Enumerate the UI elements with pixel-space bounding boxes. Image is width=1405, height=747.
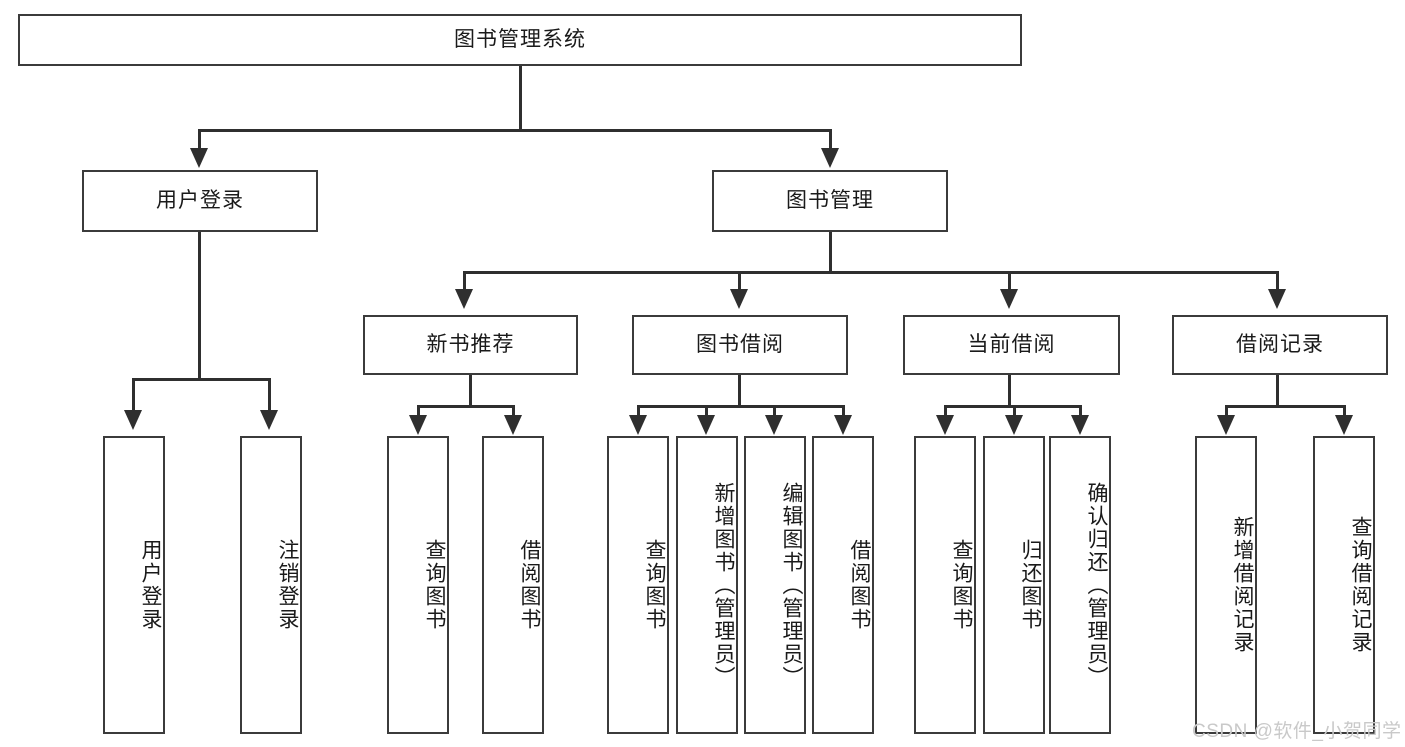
- edge-level3-drop-2: [738, 271, 741, 291]
- edge-bb-drop-2: [705, 405, 708, 417]
- arrow-to-leaf-cb-3: [1071, 415, 1089, 435]
- edge-br-stem: [1276, 375, 1279, 407]
- node-label: 借阅图书: [518, 539, 541, 631]
- edge-user-login-drop-2: [268, 378, 271, 410]
- edge-level3-bus: [463, 271, 1279, 274]
- edge-br-drop-2: [1343, 405, 1346, 417]
- leaf-bb-query-book[interactable]: 查询图书: [607, 436, 669, 734]
- arrow-to-leaf-cb-2: [1005, 415, 1023, 435]
- edge-book-management-stem: [829, 232, 832, 273]
- node-label: 图书管理: [786, 189, 874, 213]
- node-label: 新书推荐: [426, 333, 515, 357]
- node-label: 借阅图书: [848, 539, 871, 631]
- edge-level2-drop-left: [198, 129, 201, 150]
- edge-level2-bus: [198, 129, 832, 132]
- edge-cb-drop-1: [944, 405, 947, 417]
- edge-nbr-bus: [417, 405, 515, 408]
- node-label: 注销登录: [276, 539, 299, 631]
- arrow-to-book-management: [821, 148, 839, 168]
- node-new-book-recommend[interactable]: 新书推荐: [363, 315, 578, 375]
- edge-bb-stem: [738, 375, 741, 407]
- node-label: 借阅记录: [1236, 333, 1324, 357]
- node-user-login[interactable]: 用户登录: [82, 170, 318, 232]
- arrow-to-new-book-recommend: [455, 289, 473, 309]
- arrow-to-leaf-logout: [260, 410, 278, 430]
- node-label: 查询借阅记录: [1349, 516, 1372, 654]
- node-label: 图书管理系统: [454, 28, 586, 52]
- edge-br-bus: [1225, 405, 1346, 408]
- edge-level3-drop-3: [1008, 271, 1011, 291]
- arrow-to-leaf-bb-1: [629, 415, 647, 435]
- node-label: 查询图书: [950, 539, 973, 631]
- node-root-system[interactable]: 图书管理系统: [18, 14, 1022, 66]
- arrow-to-leaf-bb-3: [765, 415, 783, 435]
- edge-nbr-drop-1: [417, 405, 420, 417]
- node-label: 用户登录: [156, 189, 244, 213]
- node-current-borrow[interactable]: 当前借阅: [903, 315, 1120, 375]
- arrow-to-borrow-record: [1268, 289, 1286, 309]
- node-label: 用户登录: [139, 539, 162, 631]
- csdn-watermark: CSDN @软件_小贺同学: [1192, 721, 1402, 742]
- edge-nbr-drop-2: [512, 405, 515, 417]
- node-label: 图书借阅: [696, 333, 784, 357]
- arrow-to-current-borrow: [1000, 289, 1018, 309]
- leaf-user-login[interactable]: 用户登录: [103, 436, 165, 734]
- edge-level3-drop-1: [463, 271, 466, 291]
- arrow-to-book-borrow: [730, 289, 748, 309]
- arrow-to-user-login: [190, 148, 208, 168]
- edge-level2-drop-right: [829, 129, 832, 150]
- edge-user-login-stem: [198, 232, 201, 380]
- node-label: 查询图书: [643, 539, 666, 631]
- edge-user-login-drop-1: [132, 378, 135, 410]
- edge-level3-drop-4: [1276, 271, 1279, 291]
- node-label: 确认归还（管理员）: [1085, 481, 1108, 689]
- edge-root-stem: [519, 66, 522, 131]
- arrow-to-leaf-cb-1: [936, 415, 954, 435]
- edge-nbr-stem: [469, 375, 472, 407]
- node-label: 当前借阅: [967, 333, 1056, 357]
- arrow-to-leaf-nbr-2: [504, 415, 522, 435]
- arrow-to-leaf-user-login: [124, 410, 142, 430]
- arrow-to-leaf-bb-4: [834, 415, 852, 435]
- leaf-bb-edit-book-admin[interactable]: 编辑图书（管理员）: [744, 436, 806, 734]
- node-label: 查询图书: [423, 539, 446, 631]
- node-borrow-record[interactable]: 借阅记录: [1172, 315, 1388, 375]
- leaf-br-add-record[interactable]: 新增借阅记录: [1195, 436, 1257, 734]
- node-label: 新增借阅记录: [1231, 516, 1254, 654]
- leaf-cb-confirm-return-admin[interactable]: 确认归还（管理员）: [1049, 436, 1111, 734]
- edge-cb-stem: [1008, 375, 1011, 407]
- leaf-bb-add-book-admin[interactable]: 新增图书（管理员）: [676, 436, 738, 734]
- edge-bb-bus: [637, 405, 845, 408]
- leaf-logout[interactable]: 注销登录: [240, 436, 302, 734]
- leaf-br-query-record[interactable]: 查询借阅记录: [1313, 436, 1375, 734]
- node-label: 编辑图书（管理员）: [780, 481, 803, 689]
- edge-bb-drop-4: [842, 405, 845, 417]
- edge-bb-drop-1: [637, 405, 640, 417]
- leaf-nbr-borrow-book[interactable]: 借阅图书: [482, 436, 544, 734]
- leaf-cb-query-book[interactable]: 查询图书: [914, 436, 976, 734]
- leaf-nbr-query-book[interactable]: 查询图书: [387, 436, 449, 734]
- edge-user-login-bus: [132, 378, 271, 381]
- node-label: 新增图书（管理员）: [712, 481, 735, 689]
- node-label: 归还图书: [1019, 539, 1042, 631]
- edge-cb-drop-3: [1079, 405, 1082, 417]
- node-book-borrow[interactable]: 图书借阅: [632, 315, 848, 375]
- arrow-to-leaf-bb-2: [697, 415, 715, 435]
- arrow-to-leaf-nbr-1: [409, 415, 427, 435]
- arrow-to-leaf-br-2: [1335, 415, 1353, 435]
- arrow-to-leaf-br-1: [1217, 415, 1235, 435]
- leaf-bb-borrow-book[interactable]: 借阅图书: [812, 436, 874, 734]
- leaf-cb-return-book[interactable]: 归还图书: [983, 436, 1045, 734]
- edge-br-drop-1: [1225, 405, 1228, 417]
- edge-bb-drop-3: [773, 405, 776, 417]
- node-book-management[interactable]: 图书管理: [712, 170, 948, 232]
- edge-cb-drop-2: [1013, 405, 1016, 417]
